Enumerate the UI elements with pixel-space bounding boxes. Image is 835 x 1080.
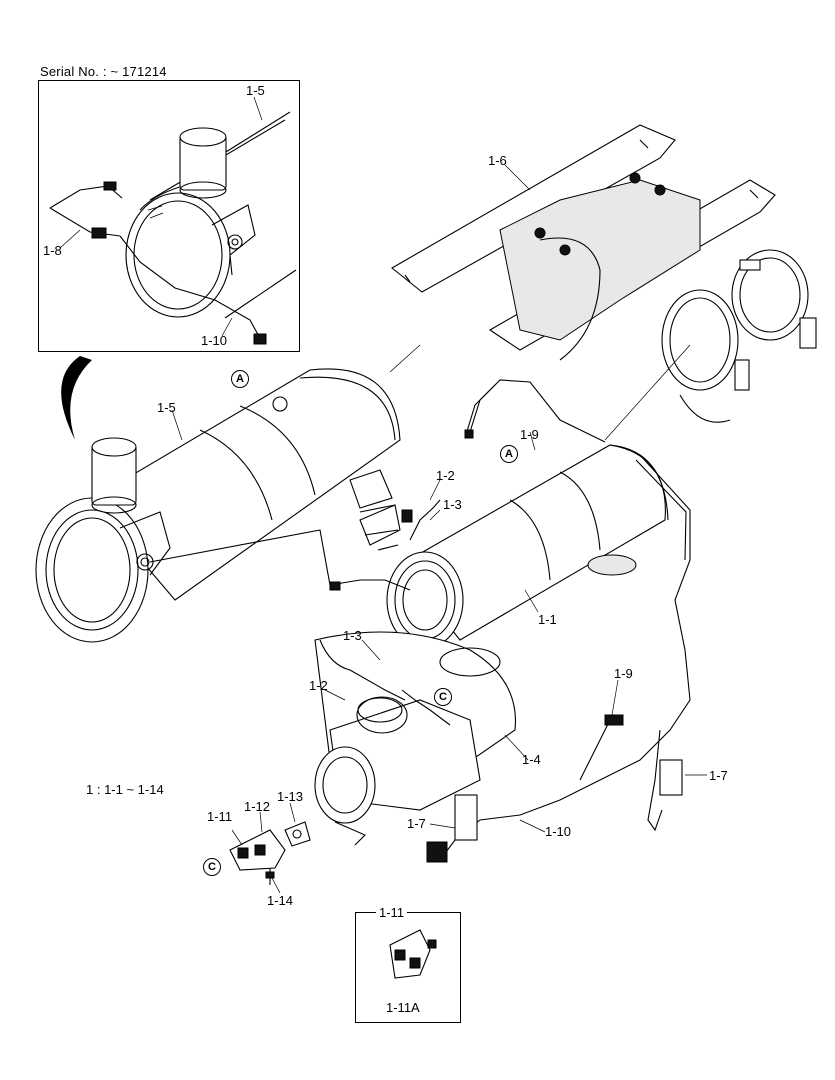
part-label-1-13: 1-13 (277, 789, 304, 804)
sensor-harnesses (149, 379, 691, 863)
part-label-1-3-top: 1-3 (443, 497, 462, 512)
part-label-1-3-mid: 1-3 (343, 628, 362, 643)
inset-connector (91, 227, 107, 239)
part-label-1-12: 1-12 (244, 799, 271, 814)
inset-sensor-detail (389, 929, 437, 979)
callout-a-muffler: A (231, 370, 249, 388)
part-label-1-14: 1-14 (267, 893, 294, 908)
part-label-1-10-inset: 1-10 (201, 333, 228, 348)
view-arrow (61, 356, 92, 440)
exhaust-clamps (661, 249, 817, 423)
part-label-1-4: 1-4 (522, 752, 541, 767)
leader-lines (59, 96, 707, 894)
part-label-1-2-top: 1-2 (436, 468, 455, 483)
part-label-1-8: 1-8 (43, 243, 62, 258)
inset-frame-bottom (355, 912, 461, 1023)
part-label-1-6: 1-6 (488, 153, 507, 168)
part-label-1-11: 1-11 (207, 809, 233, 824)
callout-c-bracket: C (203, 858, 221, 876)
part-label-1-9-right: 1-9 (614, 666, 633, 681)
mounting-bracket (391, 124, 776, 361)
part-label-1-2-mid: 1-2 (309, 678, 328, 693)
part-label-1-11A: 1-11A (386, 1000, 420, 1015)
callout-a-sensor: A (500, 445, 518, 463)
inset-muffler-detail (49, 111, 297, 345)
part-label-1-5: 1-5 (157, 400, 176, 415)
part-label-1-7-right: 1-7 (709, 768, 728, 783)
dpf-canister (386, 444, 669, 649)
parts-range-summary: 1 : 1-1 ~ 1-14 (86, 782, 164, 797)
callout-c-inlet: C (434, 688, 452, 706)
part-label-1-1: 1-1 (538, 612, 557, 627)
part-label-1-7-left: 1-7 (407, 816, 426, 831)
part-label-1-9: 1-9 (520, 427, 539, 442)
inset-frame-top (38, 80, 300, 352)
inset-bottom-title: 1-11 (376, 905, 408, 920)
part-label-1-10: 1-10 (545, 824, 572, 839)
muffler-main (35, 368, 401, 643)
doc-inlet (314, 631, 517, 846)
part-label-1-5-inset: 1-5 (246, 83, 265, 98)
sensor-bracket-parts (229, 821, 311, 885)
serial-number-label: Serial No. : ~ 171214 (40, 64, 167, 79)
